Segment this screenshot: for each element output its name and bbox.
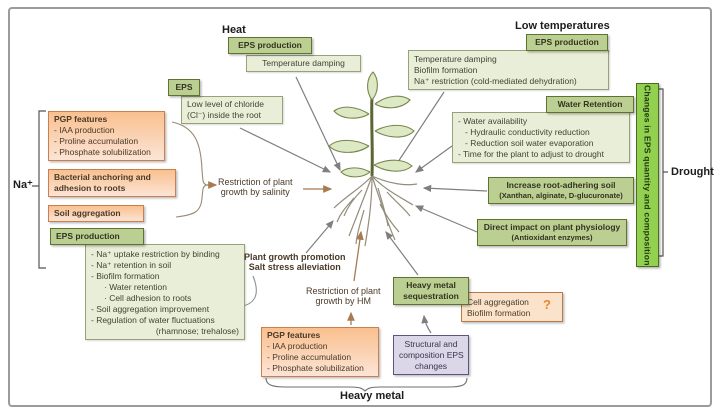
hm-sequestration-box: Heavy metal sequestration	[393, 277, 469, 306]
text-line: Restriction of plant	[218, 177, 293, 187]
restriction-salinity-text: Restriction of plant growth by salinity	[218, 177, 293, 197]
text-line: - Water availability	[458, 116, 528, 126]
eps-box: EPS	[168, 79, 200, 97]
root-adhering-soil-box: Increase root-adhering soil (Xanthan, al…	[488, 177, 634, 204]
changes-eps-bar: Changes in EPS quantity and composition	[636, 83, 659, 267]
water-retention-effects-box: - Water availability - Hydraulic conduct…	[452, 112, 630, 164]
text-line: - Reduction soil water evaporation	[465, 138, 594, 149]
text-line: sequestration	[403, 291, 459, 302]
text-line: - IAA production	[54, 125, 115, 136]
diagram-border	[8, 7, 712, 407]
text-line: composition EPS	[399, 350, 464, 361]
heading-na: Na⁺	[13, 179, 33, 191]
text-line: · Water retention	[104, 282, 167, 293]
cell-aggregation-box: Cell aggregation Biofilm formation	[461, 292, 563, 323]
text-line: Bacterial anchoring and	[54, 172, 151, 182]
heat-temperature-damping-box: Temperature damping	[246, 55, 361, 73]
plant-illustration	[328, 71, 418, 247]
direct-impact-box: Direct impact on plant physiology (Antio…	[477, 219, 627, 246]
text-line: growth by salinity	[220, 187, 290, 197]
heading-heat: Heat	[222, 24, 246, 36]
heading-low-temperatures: Low temperatures	[515, 20, 610, 32]
salinity-eps-production-box: EPS production	[50, 228, 144, 246]
box-title: PGP features	[54, 114, 108, 124]
bacterial-anchoring-box: Bacterial anchoring and adhesion to root…	[48, 169, 176, 198]
heat-eps-production-box: EPS production	[228, 37, 312, 55]
lowtemp-effects-box: Temperature damping Biofilm formation Na…	[408, 50, 609, 91]
restriction-hm-text: Restriction of plant growth by HM	[306, 286, 381, 306]
text-line: - Proline accumulation	[54, 136, 139, 147]
heading-heavy-metal: Heavy metal	[340, 390, 405, 402]
question-mark: ?	[543, 297, 551, 312]
text-line: - Soil aggregation improvement	[91, 304, 210, 315]
text-line: - Proline accumulation	[267, 352, 352, 363]
text-line: - Hydraulic conductivity reduction	[465, 127, 590, 138]
text-line: - Regulation of water fluctuations	[91, 315, 215, 326]
text-line: Cell aggregation	[467, 297, 529, 307]
text-line: - Phosphate solubilization	[267, 363, 364, 374]
heading-drought: Drought	[671, 166, 714, 178]
text-line: (Antioxidant enzymes)	[511, 233, 593, 243]
changes-eps-bar-label: Changes in EPS quantity and composition	[642, 84, 653, 266]
text-line: (rhamnose; trehalose)	[155, 326, 239, 337]
salinity-effects-box: - Na⁺ uptake restriction by binding - Na…	[85, 244, 245, 341]
text-line: - IAA production	[267, 341, 328, 352]
text-line: Na⁺ restriction (cold-mediated dehydrati…	[414, 76, 577, 87]
text-line: Plant growth promotion	[244, 252, 346, 262]
text-line: (Xanthan, alginate, D-glucuronate)	[499, 191, 623, 201]
text-line: changes	[414, 361, 448, 372]
text-line: - Time for the plant to adjust to drough…	[458, 149, 604, 160]
text-line: growth by HM	[315, 296, 372, 306]
text-line: Structural and	[404, 339, 458, 349]
text-line: - Na⁺ retention in soil	[91, 260, 172, 271]
text-line: Heavy metal	[406, 280, 456, 290]
text-line: Biofilm formation	[467, 308, 531, 319]
structural-changes-box: Structural and composition EPS changes	[393, 335, 469, 376]
lowtemp-eps-production-box: EPS production	[526, 34, 608, 52]
text-line: - Na⁺ uptake restriction by binding	[91, 249, 220, 259]
text-line: (Cl⁻) inside the root	[187, 110, 261, 121]
chloride-box: Low level of chloride (Cl⁻) inside the r…	[181, 96, 283, 125]
text-line: Restriction of plant	[306, 286, 381, 296]
text-line: - Phosphate solubilization	[54, 147, 151, 158]
text-line: Temperature damping	[414, 54, 497, 64]
salinity-pgp-box: PGP features - IAA production - Proline …	[48, 111, 165, 162]
water-retention-title-box: Water Retention	[546, 96, 634, 114]
text-line: · Cell adhesion to roots	[104, 293, 192, 304]
soil-aggregation-box: Soil aggregation	[48, 205, 144, 223]
text-line: adhesion to roots	[54, 183, 126, 194]
text-line: Biofilm formation	[414, 65, 478, 76]
text-line: Low level of chloride	[187, 99, 265, 109]
plant-growth-promotion-text: Plant growth promotion Salt stress allev…	[244, 252, 346, 272]
box-title: PGP features	[267, 330, 321, 340]
text-line: - Biofilm formation	[91, 271, 160, 282]
text-line: Increase root-adhering soil	[506, 180, 616, 190]
hm-pgp-box: PGP features - IAA production - Proline …	[261, 327, 379, 378]
text-line: Salt stress alleviation	[248, 262, 341, 272]
text-line: Direct impact on plant physiology	[483, 222, 621, 232]
